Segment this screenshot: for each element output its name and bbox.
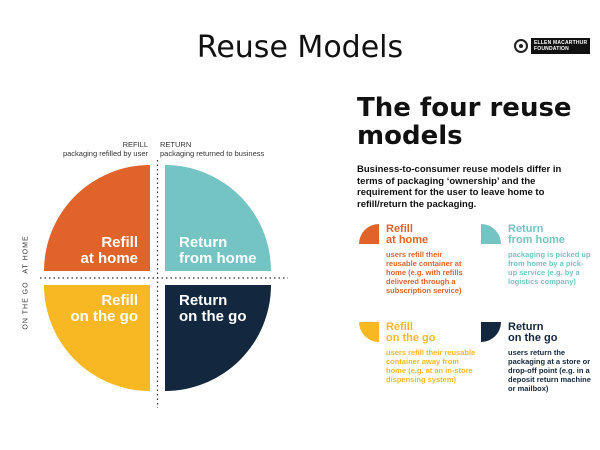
q3-line1: Refill bbox=[101, 292, 138, 309]
quadrant-return-on-the-go bbox=[165, 285, 271, 391]
q2-line2: from home bbox=[179, 250, 257, 267]
ellen-macarthur-logo: ELLEN MACARTHUR FOUNDATION bbox=[514, 38, 591, 54]
refill-header-title: REFILL bbox=[122, 140, 148, 149]
panel-intro: Business-to-consumer reuse models differ… bbox=[357, 164, 562, 210]
quarter-circle-icon bbox=[481, 322, 501, 342]
logo-line2: FOUNDATION bbox=[534, 46, 569, 52]
q4-line2: on the go bbox=[179, 308, 247, 325]
q2-line1: Return bbox=[179, 234, 228, 251]
legend-desc-2: packaging is picked up from home by a pi… bbox=[508, 250, 591, 286]
quadrant-label-return-on-the-go: Return on the go bbox=[179, 293, 247, 325]
refill-header-sub: packaging refilled by user bbox=[62, 149, 148, 158]
return-header-title: RETURN bbox=[160, 140, 192, 149]
panel-title-line2: models bbox=[357, 121, 463, 151]
return-header: RETURN packaging returned to business bbox=[160, 140, 264, 158]
quarter-circle-icon bbox=[359, 322, 379, 342]
q1-line2: at home bbox=[80, 250, 138, 267]
refill-header: REFILL packaging refilled by user bbox=[63, 140, 148, 158]
quadrant-refill-at-home bbox=[44, 165, 150, 271]
quarter-circle-icon bbox=[359, 224, 379, 244]
legend-desc-1: users refill their reusable container at… bbox=[386, 250, 463, 295]
panel-title: The four reuse models bbox=[357, 94, 587, 150]
quadrant-refill-on-the-go bbox=[44, 285, 150, 391]
panel-title-line1: The four reuse bbox=[357, 93, 572, 123]
quarter-circle-icon bbox=[481, 224, 501, 244]
quadrant-label-refill-on-the-go: Refill on the go bbox=[71, 293, 139, 325]
legend-desc-3: users refill their reusable container aw… bbox=[386, 348, 476, 384]
logo-line1: ELLEN MACARTHUR bbox=[534, 40, 588, 46]
logo-text: ELLEN MACARTHUR FOUNDATION bbox=[531, 38, 591, 54]
q4-line1: Return bbox=[179, 292, 228, 309]
quadrant-label-refill-at-home: Refill at home bbox=[80, 235, 138, 267]
return-header-sub: packaging returned to business bbox=[160, 149, 265, 158]
legend-desc-4: users return the packaging at a store or… bbox=[508, 348, 591, 393]
quadrant-return-from-home bbox=[165, 165, 271, 271]
q3-line2: on the go bbox=[70, 308, 139, 325]
logo-mark-icon bbox=[514, 39, 528, 53]
quadrant-label-return-from-home: Return from home bbox=[179, 235, 257, 267]
q1-line1: Refill bbox=[101, 234, 138, 251]
slide-title: Reuse Models bbox=[196, 30, 404, 65]
